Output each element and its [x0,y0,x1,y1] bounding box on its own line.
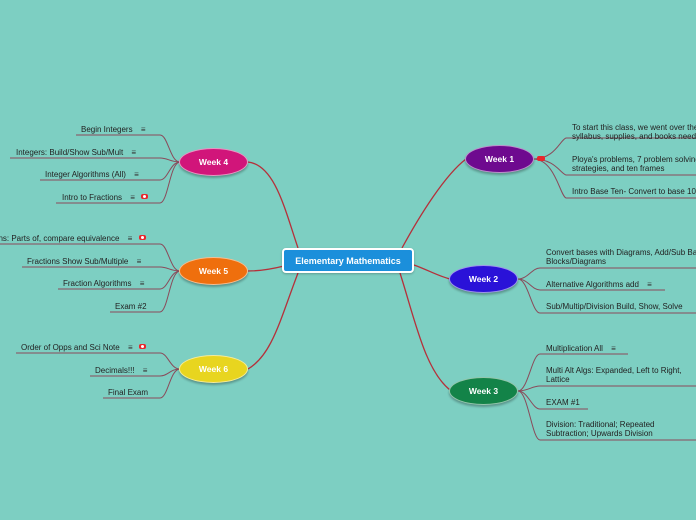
attachment-icon[interactable] [537,156,545,161]
note-icon[interactable]: ≡ [139,279,145,288]
topic-w3-1[interactable]: Multiplication All ≡ [546,344,616,353]
attachment-icon[interactable] [138,344,146,349]
topic-w2-2[interactable]: Alternative Algorithms add ≡ [546,280,652,289]
topic-w1-3[interactable]: Intro Base Ten- Convert to base 10 [572,187,696,196]
note-icon[interactable]: ≡ [130,193,135,202]
topic-w6-3[interactable]: Final Exam [108,388,149,397]
week-1-node[interactable]: Week 1 [465,145,534,173]
topic-w5-2[interactable]: Fractions Show Sub/Multiple ≡ [27,257,142,266]
topic-w5-1[interactable]: Fractions: Parts of, compare equivalence… [0,234,146,243]
note-icon[interactable]: ≡ [127,234,133,243]
topic-w3-3[interactable]: EXAM #1 [546,398,580,407]
topic-w5-4[interactable]: Exam #2 [115,302,147,311]
note-icon[interactable]: ≡ [142,366,148,375]
topic-w2-1[interactable]: Convert bases with Diagrams, Add/Sub Bas… [546,248,696,266]
attachment-icon[interactable] [141,194,149,199]
topic-w6-2[interactable]: Decimals!!! ≡ [95,366,148,375]
note-icon[interactable]: ≡ [647,280,652,289]
week-5-node[interactable]: Week 5 [179,257,248,285]
central-topic[interactable]: Elementary Mathematics [282,248,414,273]
topic-w6-1[interactable]: Order of Opps and Sci Note ≡ [21,343,146,352]
topic-w1-2[interactable]: Ploya's problems, 7 problem solving stra… [572,155,696,173]
note-icon[interactable]: ≡ [611,344,616,353]
topic-w4-2[interactable]: Integers: Build/Show Sub/Mult ≡ [16,148,137,157]
attachment-icon[interactable] [138,235,146,240]
topic-w4-3[interactable]: Integer Algorithms (All) ≡ [45,170,139,179]
note-icon[interactable]: ≡ [134,170,139,179]
topic-w3-2[interactable]: Multi Alt Algs: Expanded, Left to Right,… [546,366,682,384]
week-3-node[interactable]: Week 3 [449,377,518,405]
week-2-node[interactable]: Week 2 [449,265,518,293]
topic-w3-4[interactable]: Division: Traditional; Repeated Subtract… [546,420,655,438]
note-icon[interactable]: ≡ [136,257,142,266]
topic-w2-3[interactable]: Sub/Multip/Division Build, Show, Solve [546,302,683,311]
note-icon[interactable]: ≡ [127,343,133,352]
note-icon[interactable]: ≡ [131,148,137,157]
note-icon[interactable]: ≡ [140,125,146,134]
topic-w5-3[interactable]: Fraction Algorithms ≡ [63,279,145,288]
topic-w4-1[interactable]: Begin Integers ≡ [81,125,146,134]
topic-w4-4[interactable]: Intro to Fractions ≡ [62,193,149,202]
week-6-node[interactable]: Week 6 [179,355,248,383]
week-4-node[interactable]: Week 4 [179,148,248,176]
topic-w1-1[interactable]: To start this class, we went over the sy… [572,123,696,141]
